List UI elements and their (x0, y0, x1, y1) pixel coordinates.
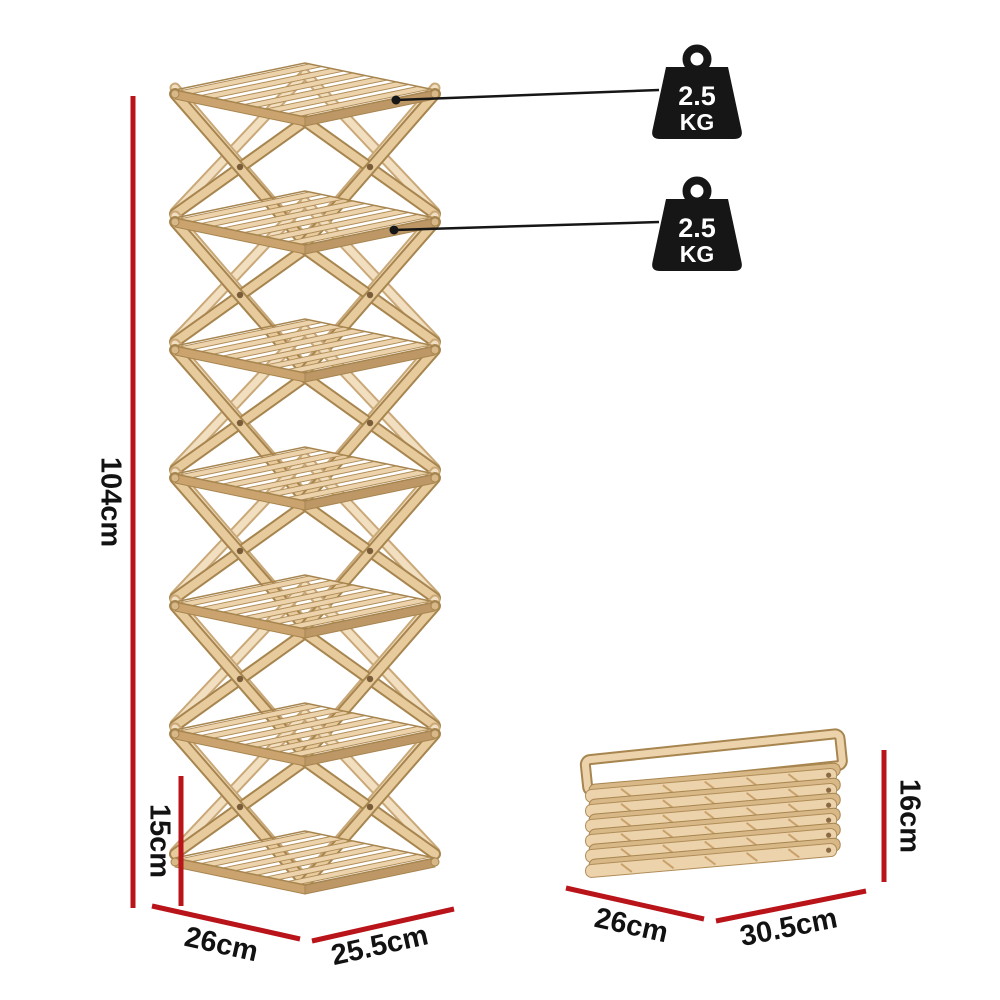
cross-frame (169, 708, 441, 889)
callout-line (393, 220, 660, 232)
open-depth-dimension-line (311, 906, 455, 944)
weight-unit-label: KG (680, 109, 715, 135)
weight-handle-ring (682, 44, 712, 74)
folded-height-dimension-label: 16cm (893, 779, 925, 853)
folded-rack-illustration (579, 728, 848, 878)
callout-dot (389, 225, 399, 235)
shelf-tier (170, 830, 440, 895)
shelf-tier (170, 702, 440, 767)
callout-line (395, 88, 660, 102)
weight-value-label: 2.5 (678, 213, 716, 243)
folded-depth-dimension-label: 30.5cm (737, 902, 840, 953)
cross-frame (169, 452, 441, 633)
capacity-callouts: 2.5 KG 2.5 KG (389, 44, 742, 271)
weight-body (652, 67, 742, 139)
weight-body (652, 199, 742, 271)
folded-depth-dimension-line (715, 888, 867, 924)
shelf-tier (170, 574, 440, 639)
folded-layer (585, 837, 841, 878)
weight-icon: 2.5 KG (652, 176, 742, 271)
callout-dot (391, 95, 401, 105)
folded-width-dimension-line (565, 885, 705, 922)
open-height-dimension-label: 104cm (94, 457, 126, 547)
dimension-annotations: 104cm 15cm 26cm 25.5cm 26cm 30.5cm 16cm (94, 96, 925, 972)
weight-icon: 2.5 KG (652, 44, 742, 139)
weight-value-label: 2.5 (678, 81, 716, 111)
shelf-tier (170, 190, 440, 255)
open-tier-dimension-label: 15cm (143, 804, 175, 878)
weight-handle-ring (682, 176, 712, 206)
shelf-tier (170, 446, 440, 511)
shelf-tier (170, 318, 440, 383)
open-width-dimension-line (151, 903, 301, 942)
weight-unit-label: KG (680, 241, 715, 267)
open-rack-illustration (169, 62, 441, 895)
